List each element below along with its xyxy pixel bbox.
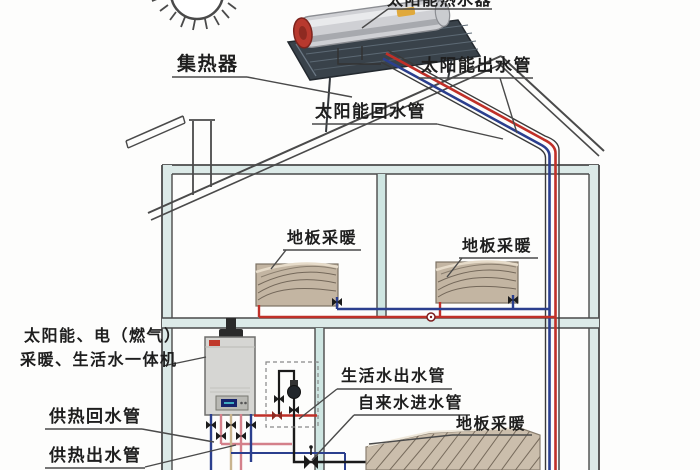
circulation-pump [287, 385, 301, 399]
chimney-vent [189, 119, 215, 195]
label-floor-heating-1: 地板采暖 [287, 228, 358, 247]
boiler-logo [209, 340, 220, 346]
solar-pipe-run [337, 46, 560, 470]
label-tap-water-inlet: 自来水进水管 [358, 393, 464, 412]
floor-heating-panel-1 [255, 262, 339, 307]
label-floor-heating-3: 地板采暖 [456, 414, 527, 433]
label-heating-return-pipe: 供热回水管 [49, 407, 142, 427]
label-unit-line2: 采暖、生活水一体机 [20, 350, 178, 369]
roof [125, 55, 605, 221]
label-floor-heating-2: 地板采暖 [462, 236, 533, 255]
label-domestic-water-outlet: 生活水出水管 [341, 366, 447, 385]
label-heating-supply-pipe: 供热出水管 [49, 446, 142, 466]
floor-heating-panel-2 [435, 260, 519, 304]
label-unit-line1: 太阳能、电（燃气） [24, 326, 182, 345]
boiler-unit [204, 318, 256, 416]
label-solar-outlet-pipe: 太阳能出水管 [421, 56, 532, 76]
pump-box [265, 361, 319, 428]
label-solar-return-pipe: 太阳能回水管 [315, 102, 426, 122]
label-collector: 集热器 [177, 53, 239, 75]
valve-manifold [206, 411, 368, 470]
sun-icon [151, 0, 237, 31]
leader-lines [45, 8, 538, 469]
second-floor-pipes [257, 295, 556, 322]
house-walls [161, 164, 600, 470]
label-solar-water-heater: 太阳能热水器 [387, 0, 492, 9]
